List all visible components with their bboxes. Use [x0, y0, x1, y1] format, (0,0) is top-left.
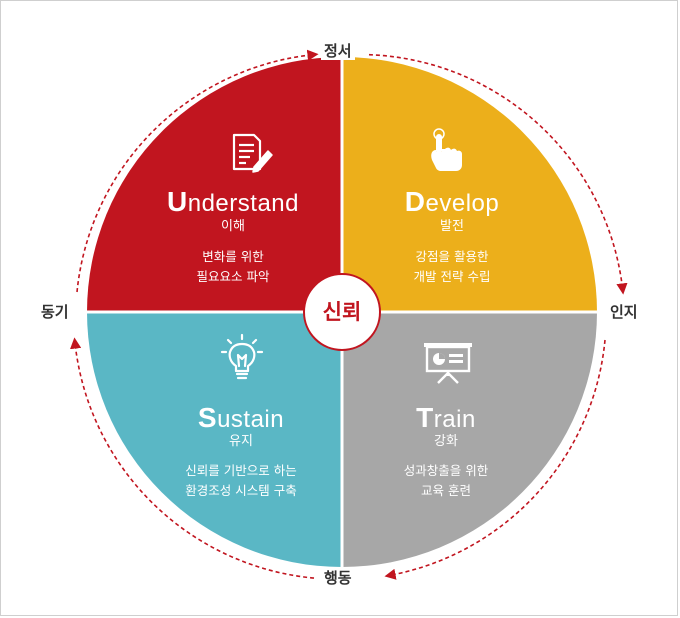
train-rest: rain: [433, 406, 476, 433]
sustain-desc-line2: 환경조성 시스템 구축: [185, 483, 297, 498]
develop-desc-line1: 강점을 활용한: [415, 249, 489, 264]
sustain-title: Sustain: [111, 404, 371, 434]
train-desc-line2: 교육 훈련: [421, 483, 471, 498]
train-subtitle: 강화: [434, 434, 458, 449]
cycle-arrow-top-right: [368, 53, 628, 295]
understand-desc-line2: 필요요소 파악: [196, 269, 270, 284]
understand-desc-line1: 변화를 위한: [202, 249, 264, 264]
document-pen-icon: [232, 133, 273, 173]
sustain-rest: ustain: [217, 406, 285, 433]
cycle-arrow-top-left: [76, 49, 319, 293]
develop-initial: D: [404, 186, 426, 217]
cycle-label-right: 인지: [607, 303, 641, 321]
center-circle: [303, 273, 381, 351]
train-title: Train: [316, 404, 576, 434]
lightbulb-icon: [220, 333, 264, 380]
quadrant-sustain: [87, 312, 342, 567]
understand-subtitle: 이해: [221, 219, 245, 234]
sustain-subtitle: 유지: [229, 434, 253, 449]
cycle-label-bottom: 행동: [321, 569, 355, 587]
cycle-arrow-bottom-right: [384, 339, 606, 580]
cycle-arrow-bottom-left: [70, 337, 315, 579]
train-desc-line1: 성과창출을 위한: [403, 463, 489, 478]
quadrant-develop: [342, 57, 597, 312]
develop-rest: evelop: [425, 190, 500, 217]
sustain-initial: S: [197, 402, 218, 433]
understand-initial: U: [167, 186, 188, 217]
develop-title: Develop: [322, 188, 582, 218]
develop-subtitle: 발전: [440, 219, 464, 234]
understand-title: Understand: [103, 188, 363, 218]
develop-desc-line2: 개발 전략 수립: [413, 269, 491, 284]
presentation-board-icon: [424, 343, 472, 384]
understand-rest: nderstand: [187, 190, 299, 217]
quadrant-understand: [87, 57, 342, 312]
train-initial: T: [416, 402, 434, 433]
pointing-hand-icon: [431, 128, 462, 171]
cycle-label-left: 동기: [38, 303, 72, 321]
cycle-label-top: 정서: [321, 42, 355, 60]
center-label: 신뢰: [322, 300, 362, 324]
quadrant-train: [342, 312, 597, 567]
sustain-desc-line1: 신뢰를 기반으로 하는: [185, 463, 297, 478]
